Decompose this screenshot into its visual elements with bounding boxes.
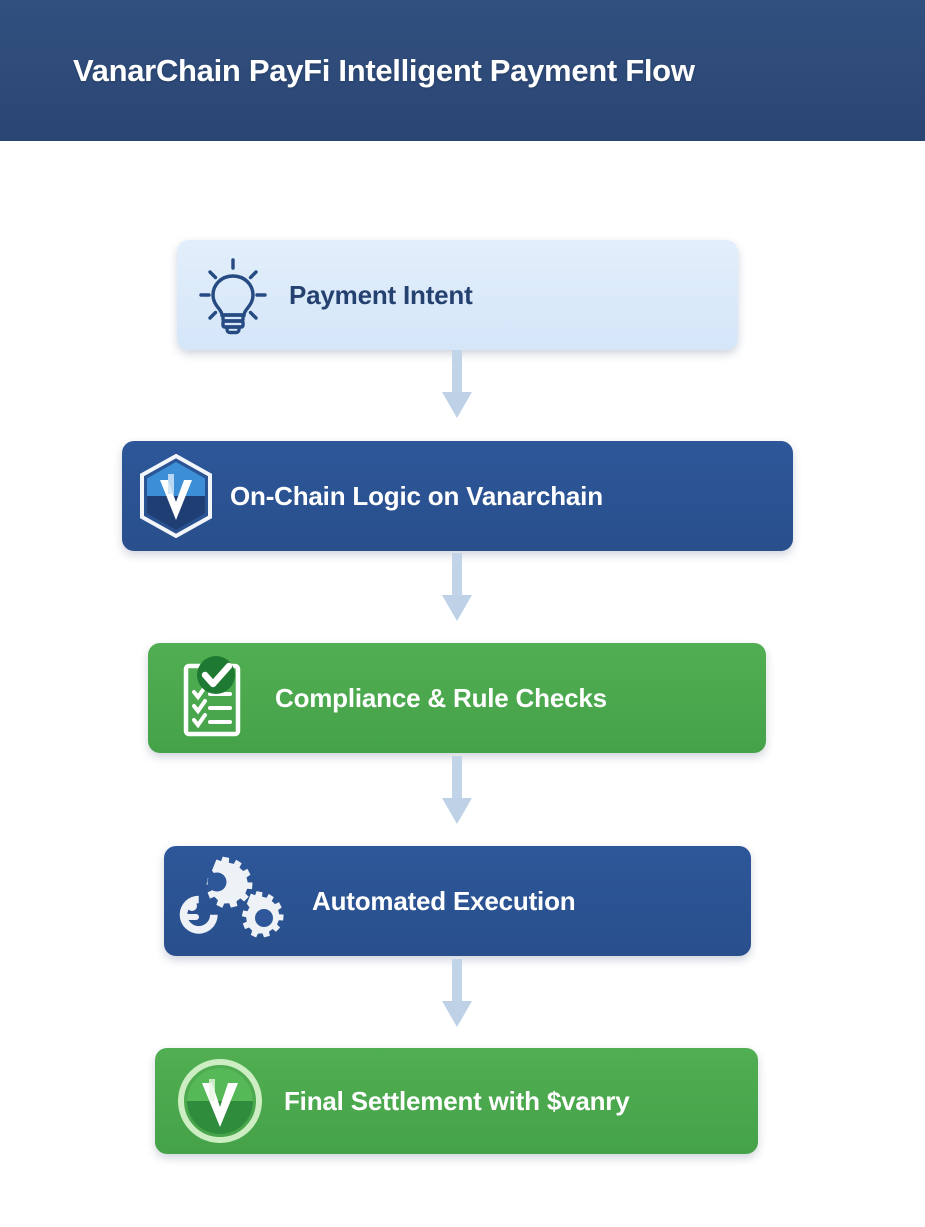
gears-icon	[164, 856, 312, 944]
flow-arrow-2	[440, 553, 474, 625]
flow-node-label: Compliance & Rule Checks	[275, 682, 607, 713]
flow-node-automated-execution[interactable]: Automated Execution	[164, 846, 751, 956]
page-title: VanarChain PayFi Intelligent Payment Flo…	[73, 52, 695, 88]
lightbulb-icon	[177, 256, 289, 335]
flow-node-payment-intent[interactable]: Payment Intent	[177, 240, 738, 350]
flow-arrow-4	[440, 959, 474, 1031]
flow-node-final-settlement[interactable]: Final Settlement with $vanry	[155, 1048, 758, 1154]
flow-node-label: Automated Execution	[312, 885, 576, 916]
clipboard-check-icon	[148, 654, 275, 742]
hexagon-v-logo-icon	[122, 453, 230, 539]
flow-node-label: Payment Intent	[289, 279, 473, 310]
flowchart-canvas: Payment Intent On-Chain Logic on Vanarch…	[0, 141, 925, 1227]
flow-arrow-1	[440, 350, 474, 422]
flow-node-label: Final Settlement with $vanry	[284, 1085, 630, 1116]
flow-node-label: On-Chain Logic on Vanarchain	[230, 480, 603, 511]
flow-arrow-3	[440, 756, 474, 828]
flow-node-on-chain-logic[interactable]: On-Chain Logic on Vanarchain	[122, 441, 793, 551]
page-header: VanarChain PayFi Intelligent Payment Flo…	[0, 0, 925, 141]
vanry-coin-icon	[155, 1057, 284, 1145]
flow-node-compliance-checks[interactable]: Compliance & Rule Checks	[148, 643, 766, 753]
